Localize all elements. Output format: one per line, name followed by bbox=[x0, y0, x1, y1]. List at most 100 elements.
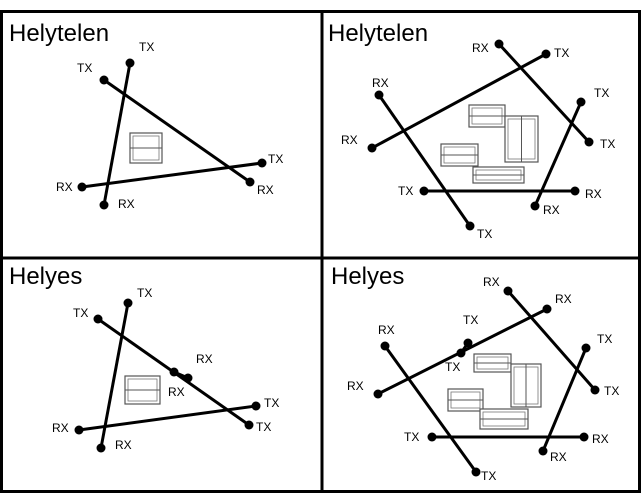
transmitter-node bbox=[93, 314, 103, 324]
rx-label: RX bbox=[543, 203, 560, 217]
link-line bbox=[99, 302, 130, 449]
transmitter-node bbox=[576, 97, 586, 107]
radio-link bbox=[96, 298, 133, 453]
radio-link bbox=[380, 341, 481, 477]
radio-link bbox=[74, 401, 261, 435]
equipment-block bbox=[468, 104, 506, 128]
link-line bbox=[383, 345, 478, 473]
labels-layer: TX TX TX RX RX RX RX TX RX TX RX TX TX RX RX TX TX TX RX RX… bbox=[52, 40, 619, 483]
equipment-block bbox=[440, 143, 479, 167]
receiver-node bbox=[538, 446, 548, 456]
receiver-node bbox=[367, 143, 377, 153]
link-line bbox=[533, 101, 583, 207]
tx-label: TX bbox=[445, 360, 460, 374]
receiver-node bbox=[374, 90, 384, 100]
transmitter-node bbox=[251, 401, 261, 411]
rx-label: RX bbox=[550, 450, 567, 464]
tx-label: TX bbox=[268, 152, 283, 166]
link-line bbox=[81, 161, 263, 189]
radio-link bbox=[419, 186, 580, 196]
transmitter-node bbox=[125, 58, 135, 68]
tx-label: TX bbox=[481, 469, 496, 483]
tx-label: TX bbox=[594, 86, 609, 100]
panel-title: Helytelen bbox=[9, 20, 109, 47]
receiver-node bbox=[96, 443, 106, 453]
transmitter-node bbox=[456, 348, 466, 358]
receiver-node bbox=[99, 200, 109, 210]
receiver-node bbox=[570, 186, 580, 196]
tx-label: TX bbox=[398, 184, 413, 198]
rx-label: RX bbox=[592, 432, 609, 446]
receiver-node bbox=[530, 201, 540, 211]
transmitter-node bbox=[257, 158, 267, 168]
radio-link bbox=[367, 49, 551, 153]
transmitter-node bbox=[123, 298, 133, 308]
rx-label: RX bbox=[347, 379, 364, 393]
transmitter-node bbox=[471, 467, 481, 477]
tx-label: TX bbox=[554, 46, 569, 60]
link-line bbox=[497, 42, 591, 144]
equipment-block bbox=[447, 388, 484, 412]
rx-label: RX bbox=[555, 292, 572, 306]
panel-title: Helyes bbox=[331, 263, 404, 290]
receiver-node bbox=[183, 373, 193, 383]
equipment-block bbox=[473, 353, 512, 373]
receiver-node bbox=[494, 39, 504, 49]
receiver-node bbox=[503, 286, 513, 296]
receiver-node bbox=[380, 341, 390, 351]
rx-label: RX bbox=[115, 438, 132, 452]
transmitter-node bbox=[427, 432, 437, 442]
link-line bbox=[506, 290, 597, 391]
rx-label: RX bbox=[472, 41, 489, 55]
radio-link bbox=[494, 39, 594, 147]
rx-label: RX bbox=[585, 187, 602, 201]
tx-label: TX bbox=[77, 61, 92, 75]
radio-link bbox=[503, 286, 600, 395]
rx-label: RX bbox=[378, 323, 395, 337]
equipment-layer bbox=[124, 104, 542, 430]
rx-label: RX bbox=[168, 385, 185, 399]
tx-label: TX bbox=[404, 430, 419, 444]
radio-link bbox=[99, 75, 255, 187]
receiver-node bbox=[245, 177, 255, 187]
radio-link bbox=[456, 338, 473, 358]
receiver-node bbox=[74, 425, 84, 435]
rx-label: RX bbox=[196, 352, 213, 366]
transmitter-node bbox=[244, 420, 254, 430]
equipment-block bbox=[129, 132, 163, 164]
transmitter-node bbox=[463, 338, 473, 348]
receiver-node bbox=[77, 182, 87, 192]
tx-label: TX bbox=[600, 137, 615, 151]
equipment-block bbox=[124, 375, 161, 405]
rx-label: RX bbox=[341, 133, 358, 147]
rx-label: RX bbox=[257, 183, 274, 197]
tx-label: TX bbox=[73, 306, 88, 320]
radio-link bbox=[77, 158, 267, 192]
link-line bbox=[541, 347, 588, 452]
tx-label: TX bbox=[256, 420, 271, 434]
transmitter-node bbox=[581, 343, 591, 353]
panel-title: Helytelen bbox=[328, 20, 428, 47]
tx-label: TX bbox=[264, 396, 279, 410]
tx-label: TX bbox=[139, 40, 154, 54]
link-line bbox=[377, 94, 472, 227]
equipment-block bbox=[510, 363, 542, 408]
transmitter-node bbox=[465, 221, 475, 231]
tx-label: TX bbox=[463, 313, 478, 327]
links-layer bbox=[74, 39, 600, 477]
rx-label: RX bbox=[372, 76, 389, 90]
rx-label: RX bbox=[56, 180, 73, 194]
rx-label: RX bbox=[118, 197, 135, 211]
rx-label: RX bbox=[52, 421, 69, 435]
transmitter-node bbox=[99, 75, 109, 85]
equipment-block bbox=[504, 115, 539, 163]
radio-link bbox=[427, 432, 589, 442]
transmitter-node bbox=[541, 49, 551, 59]
receiver-node bbox=[169, 367, 179, 377]
panel-title: Helyes bbox=[9, 263, 82, 290]
radio-link bbox=[538, 343, 591, 456]
tx-label: TX bbox=[477, 227, 492, 241]
tx-label: TX bbox=[604, 384, 619, 398]
transmitter-node bbox=[590, 385, 600, 395]
